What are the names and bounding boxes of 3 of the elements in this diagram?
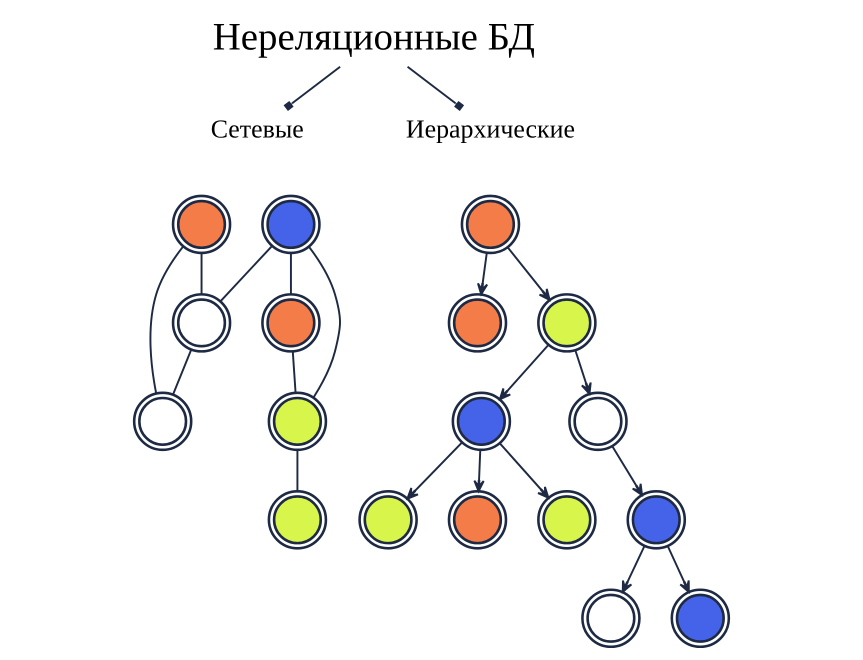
node-text: Иерархические xyxy=(406,114,575,144)
node-text: Нереляционные БД xyxy=(212,16,535,59)
node-text: Сетевые xyxy=(210,114,304,144)
